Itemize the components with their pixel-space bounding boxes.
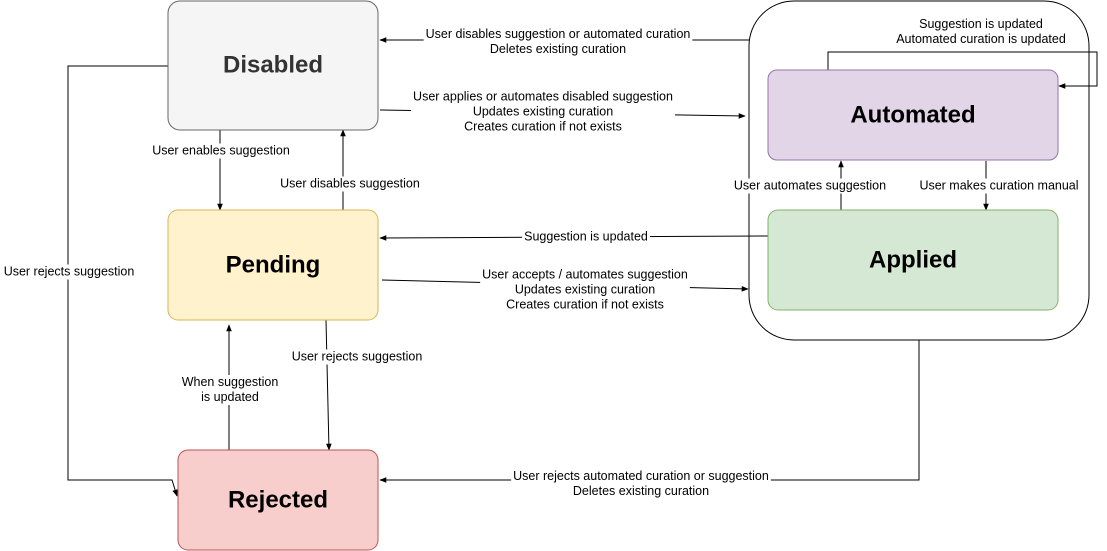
edge-label-line: Suggestion is updated [524,229,648,243]
label-applied-to-automated: User automates suggestion [731,178,889,194]
edge-disabled-to-rejected [67,65,178,497]
state-applied-label: Applied [869,246,957,273]
state-pending-label: Pending [226,251,321,278]
label-group-to-disabled: User disables suggestion or automated cu… [423,27,693,57]
edge-label-background [480,267,690,313]
edge-label-line: Updates existing curation [515,282,655,296]
state-disabled: Disabled [167,0,379,131]
label-disabled-to-rejected: User rejects suggestion [1,264,137,280]
state-applied-box [767,209,1059,311]
edge-label-background [179,375,281,405]
edge-label-background [423,27,693,57]
label-disabled-to-pending: User enables suggestion [150,143,292,159]
edge-label-line: User disables suggestion [280,176,420,190]
label-disabled-to-group: User applies or automates disabled sugge… [411,89,675,135]
state-disabled-label: Disabled [223,51,323,78]
edge-label-line: Suggestion is updated [919,17,1043,31]
edge-label-line: is updated [201,390,259,404]
edge-label-line: Creates curation if not exists [464,119,622,133]
edge-label-background [150,143,292,159]
state-pending: Pending [167,209,379,321]
edge-label-background [278,176,422,192]
state-rejected: Rejected [177,449,379,551]
label-pending-to-group: User accepts / automates suggestionUpdat… [480,267,690,313]
label-group-to-rejected: User rejects automated curation or sugge… [511,469,771,499]
state-automated: Automated [767,69,1059,161]
edge-label-line: User accepts / automates suggestion [482,267,688,281]
edge-label-background [511,469,771,499]
edge-label-line: Automated curation is updated [896,32,1066,46]
edge-label-background [894,17,1068,47]
edge-label-line: User makes curation manual [919,178,1078,192]
edge-labels: User disables suggestion or automated cu… [1,17,1081,499]
edge-label-line: When suggestion [182,375,279,389]
label-applied-to-pending: Suggestion is updated [522,229,650,245]
edge-label-line: User rejects suggestion [292,349,423,363]
state-rejected-box [177,449,379,551]
edge-label-line: Deletes existing curation [573,484,709,498]
edge-label-background [522,229,650,245]
state-rejected-label: Rejected [228,486,328,513]
edge-label-background [1,264,137,280]
edge-label-line: User enables suggestion [152,143,290,157]
edge-automated-self-loop [827,51,1098,89]
edge-label-background [411,89,675,135]
label-pending-to-rejected: User rejects suggestion [289,349,425,365]
edge-label-background [731,178,889,194]
edge-label-line: User disables suggestion or automated cu… [426,27,691,41]
edge-label-line: User automates suggestion [734,178,886,192]
edge-label-line: User rejects automated curation or sugge… [513,469,769,483]
state-automated-box [767,69,1059,161]
state-pending-box [167,209,379,321]
state-disabled-box [167,0,379,131]
label-pending-to-disabled: User disables suggestion [278,176,422,192]
edge-label-line: User rejects suggestion [4,264,135,278]
edge-group-to-rejected [379,340,920,483]
edge-label-line: Deletes existing curation [490,42,626,56]
edge-label-line: Updates existing curation [473,104,613,118]
edge-label-line: User applies or automates disabled sugge… [413,89,673,103]
edge-label-line: Creates curation if not exists [506,297,664,311]
edge-label-background [917,178,1081,194]
state-applied: Applied [767,209,1059,311]
state-automated-label: Automated [850,101,975,128]
edge-pending-to-rejected [325,319,332,451]
edge-label-background [289,349,425,365]
label-automated-to-applied: User makes curation manual [917,178,1081,194]
